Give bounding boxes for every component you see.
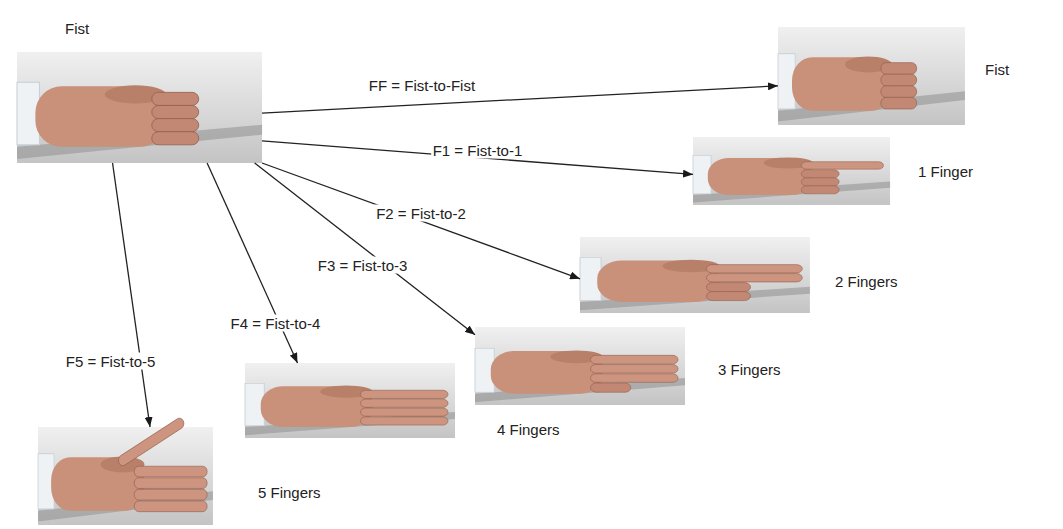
gesture-label: 5 Fingers <box>258 484 321 501</box>
hand-photo-node: 1 Finger <box>693 137 890 205</box>
hand-photo-node: Fist <box>778 27 965 125</box>
hand-photo-node: 4 Fingers <box>245 363 455 438</box>
gesture-label: Fist <box>985 61 1009 78</box>
hand-photo-node: Fist <box>17 52 262 163</box>
edge-label: F1 = Fist-to-1 <box>431 141 525 158</box>
gesture-label: 1 Finger <box>918 163 973 180</box>
gesture-label: 4 Fingers <box>497 421 560 438</box>
edge-label: F2 = Fist-to-2 <box>374 204 468 221</box>
edge-label: FF = Fist-to-Fist <box>367 76 477 93</box>
gesture-label: 3 Fingers <box>718 361 781 378</box>
hand-photo-node: 5 Fingers <box>38 427 213 525</box>
gesture-label: Fist <box>65 20 89 37</box>
arrow-connector <box>262 86 778 113</box>
arrow-connector <box>262 163 580 279</box>
arrow-connector <box>255 163 475 335</box>
arrow-connector <box>113 163 150 427</box>
hand-photo-node: 3 Fingers <box>475 327 685 405</box>
hand-photo-node: 2 Fingers <box>580 237 810 313</box>
arrow-connector <box>207 163 297 363</box>
edge-label: F4 = Fist-to-4 <box>229 315 323 332</box>
edge-label: F3 = Fist-to-3 <box>316 257 410 274</box>
arrow-connector <box>262 141 693 175</box>
gesture-label: 2 Fingers <box>835 273 898 290</box>
edge-label: F5 = Fist-to-5 <box>64 353 158 370</box>
